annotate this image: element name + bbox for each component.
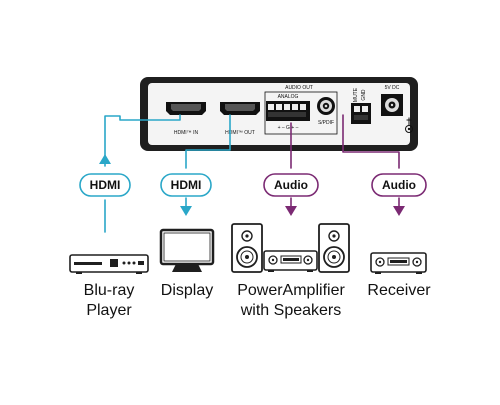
audio-receiver-pill: Audio	[371, 173, 427, 197]
bluray-caption-line2: Player	[86, 302, 132, 319]
hdmi-out-arrow	[180, 206, 192, 216]
spdif-port: S/PDIF	[317, 97, 335, 126]
power-label: 5V DC	[385, 85, 400, 91]
hdmi-in-pill-label: HDMI	[90, 178, 121, 192]
audio-out-label: AUDIO OUT	[285, 85, 313, 91]
hdmi-in-cable	[104, 114, 181, 167]
audio-receiver-arrow	[393, 206, 405, 216]
speaker-left-icon	[231, 223, 263, 273]
bluray-caption: Blu-ray Player	[59, 281, 159, 321]
speaker-right-icon	[318, 223, 350, 273]
bluray-caption-line1: Blu-ray	[83, 282, 135, 299]
display-caption: Display	[141, 281, 233, 301]
audio-out-frame	[264, 91, 338, 135]
receiver-caption: Receiver	[357, 281, 441, 301]
mute-terminal: MUTE GND	[351, 87, 371, 124]
hdmi-in-arrow	[99, 154, 111, 164]
audio-receiver-pill-label: Audio	[382, 178, 416, 192]
hdmi-out-pill: HDMI	[160, 173, 212, 197]
amplifier-caption-line1: PowerAmplifier	[237, 282, 345, 299]
hdmi-in-port-label: HDMI™ IN	[174, 130, 199, 136]
amplifier-icon	[263, 250, 318, 272]
hdmi-in-pill: HDMI	[79, 173, 131, 197]
spdif-label: S/PDIF	[318, 120, 334, 126]
amplifier-caption: PowerAmplifier with Speakers	[221, 281, 361, 321]
analog-terminal-block: + – G + –	[266, 101, 310, 131]
receiver-caption-line1: Receiver	[367, 282, 431, 299]
hdmi-out-port-label: HDMI™ OUT	[225, 130, 255, 136]
hdmi-out-cable	[185, 114, 231, 169]
power-port: 5V DC	[381, 85, 413, 133]
audio-amp-arrow	[285, 206, 297, 216]
display-caption-line1: Display	[160, 282, 214, 299]
hdmi-in-port: HDMI™ IN	[166, 102, 206, 136]
display-icon	[159, 228, 215, 272]
audio-amp-pill-label: Audio	[274, 178, 308, 192]
bluray-player-icon	[69, 254, 149, 274]
hdmi-out-port: HDMI™ OUT	[220, 102, 260, 136]
analog-label: ANALOG	[278, 94, 299, 100]
cables	[99, 114, 405, 233]
gnd-label: GND	[361, 89, 367, 101]
mute-label: MUTE	[353, 87, 359, 102]
amplifier-caption-line2: with Speakers	[240, 302, 342, 319]
analog-pins-label: + – G + –	[278, 125, 299, 131]
main-device: HDMI™ IN HDMI™ OUT AUDIO OUT ANALOG + – …	[140, 77, 418, 151]
audio-amp-pill: Audio	[263, 173, 319, 197]
audio-receiver-cable	[342, 114, 400, 169]
receiver-icon	[370, 252, 427, 274]
hdmi-out-pill-label: HDMI	[171, 178, 202, 192]
